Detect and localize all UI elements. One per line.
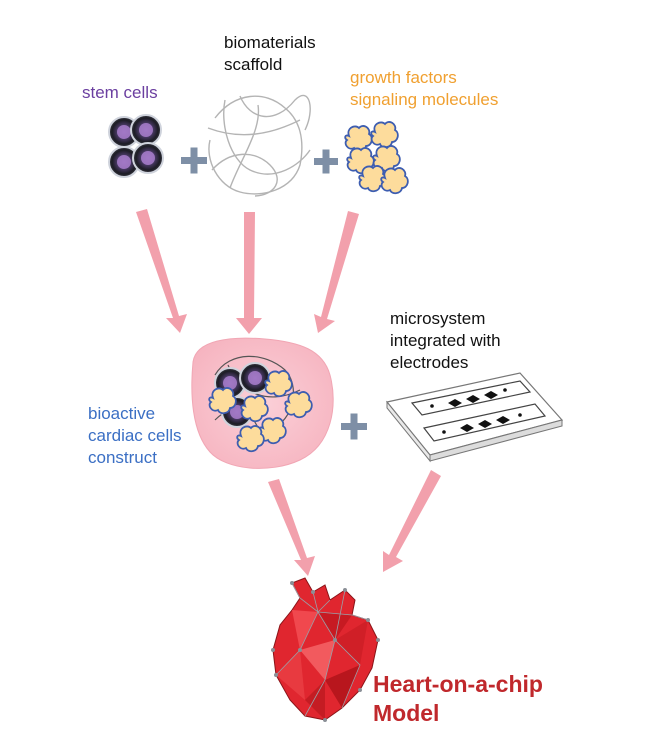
biomaterials-line-1: biomaterials [224,33,316,52]
bioactive-construct-label: bioactive cardiac cells construct [88,403,182,469]
microsystem-line-3: electrodes [390,353,469,372]
bioactive-line-1: bioactive [88,404,156,423]
biomaterials-label: biomaterials scaffold [224,32,316,76]
microchip-electrode-icon [385,372,564,463]
stem-cells-text: stem cells [82,83,158,102]
microsystem-line-1: microsystem [390,309,486,328]
bioactive-line-3: construct [88,448,157,467]
plus-icon [314,149,338,174]
cell-construct-icon [191,337,334,469]
biomaterials-line-2: scaffold [224,55,283,74]
growth-factors-label: growth factors signaling molecules [350,67,498,111]
growth-factors-line-1: growth factors [350,68,457,87]
arrow-icon [136,209,187,333]
cell-cluster-icon [108,114,164,178]
heart-on-a-chip-title: Heart-on-a-chip Model [373,670,543,728]
fiber-scaffold-icon [207,94,311,197]
bioactive-line-2: cardiac cells [88,426,182,445]
title-line-2: Model [373,700,440,726]
arrow-icon [268,479,315,576]
arrow-icon [383,470,441,572]
stem-cells-label: stem cells [82,82,158,104]
growth-factors-line-2: signaling molecules [350,90,499,109]
polygon-heart-icon [271,577,380,722]
arrow-icon [314,211,359,333]
arrow-icon [236,212,262,334]
plus-icon [181,147,207,174]
growth-factor-blobs-icon [344,121,409,195]
microsystem-line-2: integrated with [390,331,501,350]
microsystem-label: microsystem integrated with electrodes [390,308,501,374]
title-line-1: Heart-on-a-chip [373,671,543,697]
plus-icon [341,413,367,440]
